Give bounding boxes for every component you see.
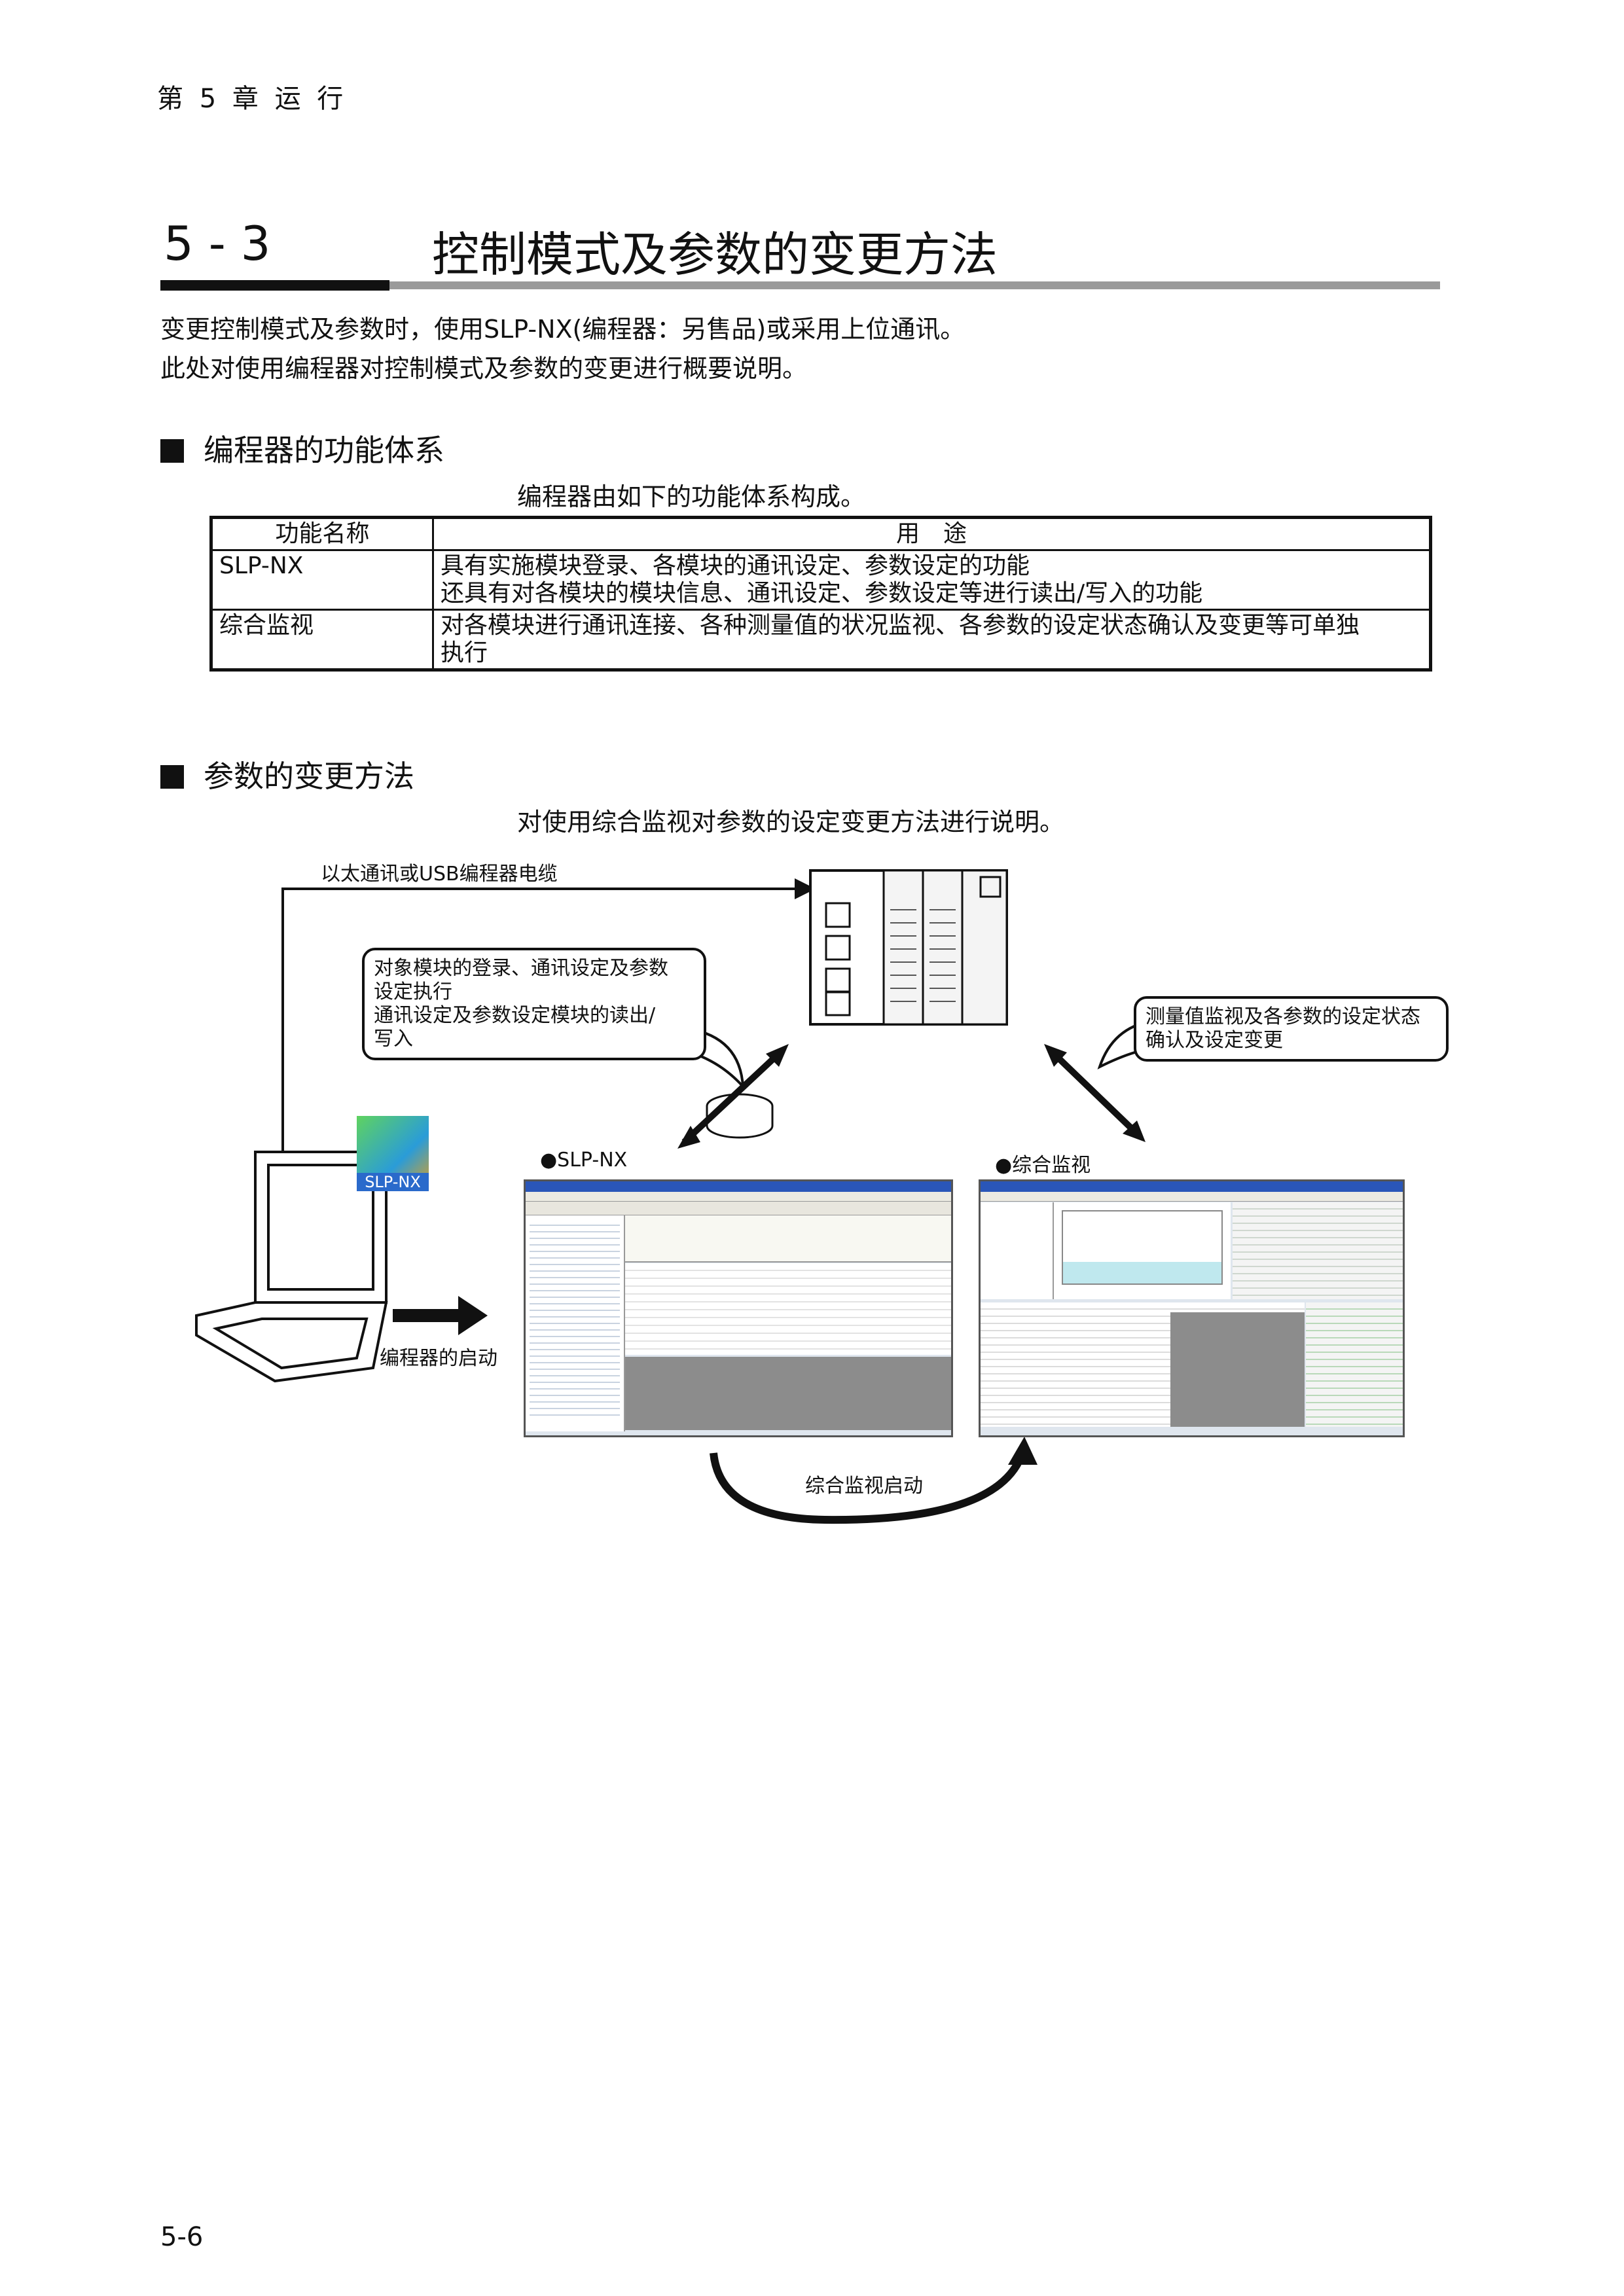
function-caption: 编程器由如下的功能体系构成。 <box>517 482 866 511</box>
slpnx-app-icon[interactable]: SLP-NX <box>357 1116 429 1191</box>
page-number: 5-6 <box>160 2222 204 2252</box>
slpnx-param-grid <box>625 1263 951 1355</box>
laptop-icon <box>195 1151 388 1383</box>
start-arrow <box>393 1296 488 1335</box>
square-bullet-icon <box>160 765 184 789</box>
cable-label: 以太通讯或USB编程器电缆 <box>321 863 558 886</box>
param-caption: 对使用综合监视对参数的设定变更方法进行说明。 <box>517 808 1065 836</box>
table-cell-desc: 具有实施模块登录、各模块的通讯设定、参数设定的功能 还具有对各模块的模块信息、通… <box>432 549 1432 611</box>
square-bullet-icon <box>160 439 184 463</box>
double-arrow-right <box>1048 1048 1142 1138</box>
section-number: 5 - 3 <box>164 216 271 271</box>
monitor-start-arrow <box>710 1452 1025 1524</box>
intro-line-2: 此处对使用编程器对控制模式及参数的变更进行概要说明。 <box>160 354 808 383</box>
programmer-start-label: 编程器的启动 <box>380 1347 497 1370</box>
double-arrow-left <box>681 1048 785 1145</box>
table-cell-name: SLP-NX <box>210 549 434 611</box>
monitor-start-label: 综合监视启动 <box>805 1475 923 1498</box>
slpnx-label: ●SLP-NX <box>540 1149 628 1172</box>
table-header: 功能名称 <box>210 516 434 551</box>
disk-icon <box>706 1093 774 1139</box>
intro-line-1: 变更控制模式及参数时，使用SLP-NX(编程器：另售品)或采用上位通讯。 <box>160 315 965 344</box>
heading-param-change: 参数的变更方法 <box>160 753 414 796</box>
function-table: 功能名称 用 途 SLP-NX 具有实施模块登录、各模块的通讯设定、参数设定的功… <box>209 516 1432 672</box>
table-header: 用 途 <box>432 516 1432 551</box>
cable-line <box>281 878 816 1152</box>
monitor-screenshot <box>979 1179 1405 1437</box>
monitor-param-list <box>981 1302 1305 1427</box>
bubble-left: 对象模块的登录、通讯设定及参数 设定执行 通讯设定及参数设定模块的读出/ 写入 <box>362 948 706 1060</box>
chapter-header: 第 5 章 运 行 <box>157 84 348 114</box>
heading-function-system: 编程器的功能体系 <box>160 427 444 470</box>
table-header-row: 功能名称 用 途 <box>210 516 1432 551</box>
slpnx-icon-label: SLP-NX <box>357 1173 429 1191</box>
trend-graph <box>1062 1210 1223 1285</box>
bubble-right: 测量值监视及各参数的设定状态 确认及设定变更 <box>1134 996 1449 1062</box>
table-row: SLP-NX 具有实施模块登录、各模块的通讯设定、参数设定的功能 还具有对各模块… <box>210 549 1432 611</box>
title-rule-black <box>160 280 389 291</box>
title-rule-gray <box>389 281 1440 289</box>
controller-unit-icon <box>809 869 1008 1026</box>
slpnx-screenshot <box>524 1179 953 1437</box>
section-title: 控制模式及参数的变更方法 <box>432 227 998 282</box>
monitor-tree-pane <box>981 1202 1054 1299</box>
table-cell-desc: 对各模块进行通讯连接、各种测量值的状况监视、各参数的设定状态确认及变更等可单独 … <box>432 609 1432 671</box>
table-row: 综合监视 对各模块进行通讯连接、各种测量值的状况监视、各参数的设定状态确认及变更… <box>210 609 1432 671</box>
table-cell-name: 综合监视 <box>210 609 434 671</box>
monitor-label: ●综合监视 <box>995 1154 1091 1177</box>
slpnx-tree-pane <box>526 1215 625 1431</box>
